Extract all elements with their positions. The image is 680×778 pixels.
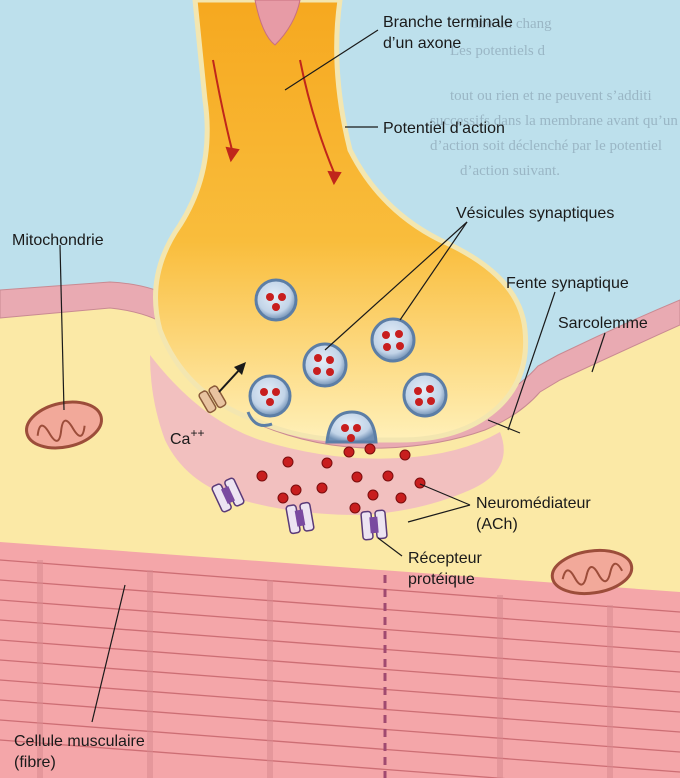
label-fente-synaptique: Fente synaptique: [506, 275, 629, 292]
receptor-protein: [286, 502, 314, 534]
label-sarcolemme: Sarcolemme: [558, 315, 648, 332]
synaptic-vesicle: [250, 376, 290, 416]
label-fibre: (fibre): [14, 754, 56, 771]
bg-text-line: d’action suivant.: [460, 163, 560, 179]
label-potentiel-action: Potentiel d’action: [383, 120, 505, 137]
label-mitochondrie: Mitochondrie: [12, 232, 104, 249]
label-recepteur: Récepteur: [408, 550, 482, 567]
label-vesicules-synaptiques: Vésicules synaptiques: [456, 205, 614, 222]
bg-text-line: Les potentiels d: [450, 43, 545, 59]
label-calcium-symbol: Ca: [170, 431, 191, 448]
synaptic-vesicle: [256, 280, 296, 320]
synaptic-vesicle: [372, 319, 414, 361]
label-branche-terminale: Branche terminale: [383, 14, 513, 31]
bg-text-line: d’action soit déclenché par le potentiel: [430, 138, 662, 154]
label-neuromediateur: Neuromédiateur: [476, 495, 591, 512]
synaptic-vesicle: [304, 344, 346, 386]
label-cellule-musculaire: Cellule musculaire: [14, 733, 145, 750]
label-proteique: protéique: [408, 571, 475, 588]
label-calcium-charge: ++: [190, 426, 204, 440]
label-ach: (ACh): [476, 516, 518, 533]
synaptic-vesicle: [404, 374, 446, 416]
label-axone: d’un axone: [383, 35, 461, 52]
bg-text-line: tout ou rien et ne peuvent s’additi: [450, 88, 652, 104]
